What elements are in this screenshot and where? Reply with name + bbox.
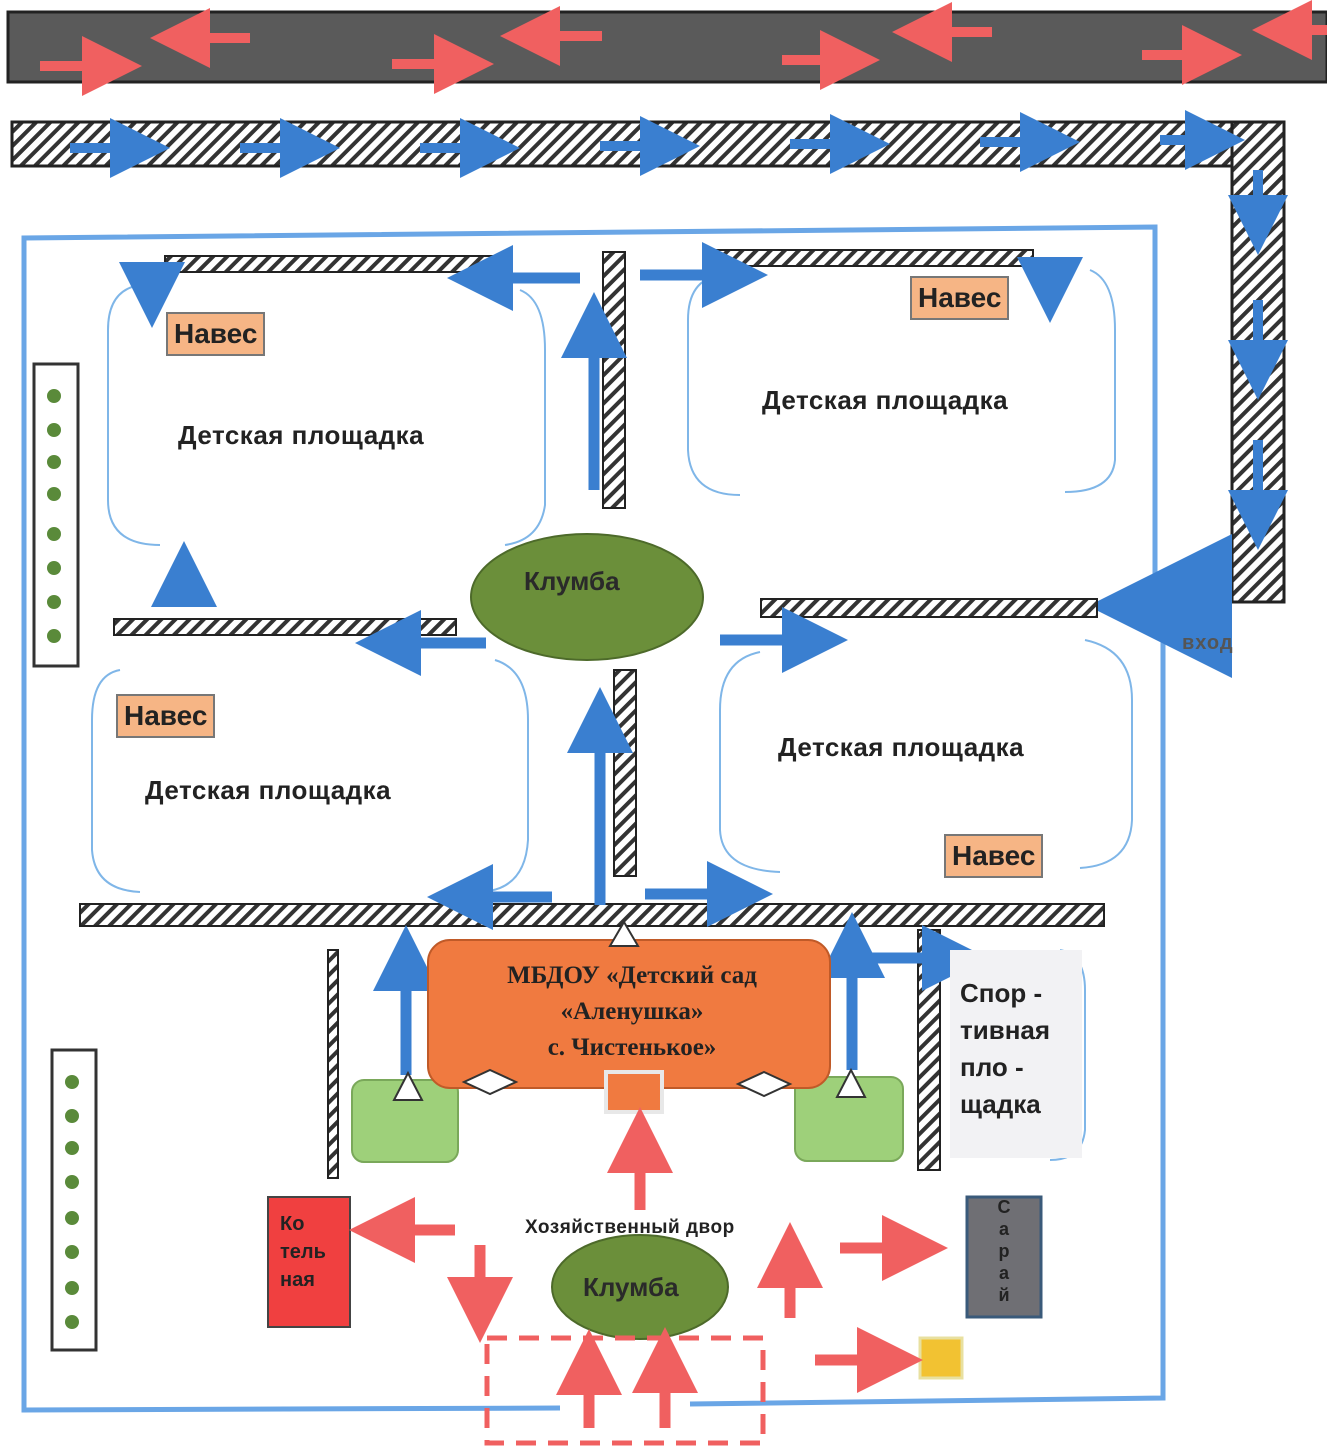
shed-letter: р	[998, 1241, 1010, 1261]
canopy-label: Навес	[116, 694, 216, 738]
playground-label: Детская площадка	[762, 385, 1009, 415]
sports-ground-line: тивная	[960, 1015, 1051, 1045]
flowerbed-center	[470, 533, 704, 661]
shed-label: С а р а й	[994, 1196, 1014, 1306]
playground-label: Детская площадка	[778, 732, 1025, 762]
vehicle-arrows	[349, 1107, 948, 1428]
sports-ground-label: Спор - тивная пло - щадка	[960, 975, 1050, 1123]
boiler-room-line: тель	[280, 1241, 326, 1263]
boiler-room-line: Ко	[280, 1213, 305, 1235]
entry-markers	[392, 920, 867, 1101]
shed-letter: а	[998, 1219, 1009, 1239]
sports-ground	[950, 950, 1082, 1158]
shed-letter: а	[998, 1263, 1009, 1283]
shed-letter: й	[998, 1285, 1010, 1305]
road-traffic-arrows	[40, 0, 1327, 96]
waste-container	[918, 1336, 964, 1380]
territory-fence	[21, 224, 1166, 1413]
playground-label: Детская площадка	[145, 775, 392, 805]
canopy-label: Навес	[166, 312, 266, 356]
sports-ground-line: пло -	[960, 1052, 1024, 1082]
flowerbed-label: Клумба	[524, 566, 620, 596]
building-name-line: «Аленушка»	[560, 998, 704, 1025]
road	[6, 10, 1327, 84]
building-name: МБДОУ «Детский сад «Аленушка» с. Чистень…	[432, 958, 832, 1066]
building-name-line: с. Чистенькое»	[547, 1034, 717, 1061]
boiler-room	[267, 1196, 351, 1328]
utility-gate	[484, 1335, 766, 1446]
entrance-label: вход	[1182, 632, 1234, 654]
sidewalk-arrows	[70, 110, 1288, 550]
building-name-line: МБДОУ «Детский сад	[507, 962, 757, 989]
utility-yard-label: Хозяйственный двор	[525, 1217, 735, 1238]
hedge-bottom	[50, 1048, 98, 1352]
hedge-top	[32, 362, 80, 668]
boiler-room-line: ная	[280, 1269, 315, 1291]
flowerbed-label: Клумба	[583, 1272, 679, 1302]
playground-label: Детская площадка	[178, 420, 425, 450]
sports-ground-line: щадка	[960, 1089, 1041, 1119]
walkway-arrows	[119, 242, 1083, 1075]
canopy-label: Навес	[910, 276, 1010, 320]
service-entrance	[604, 1070, 664, 1114]
boiler-room-label: Ко тель ная	[280, 1210, 326, 1294]
sidewalk	[10, 120, 1286, 604]
canopy-label: Навес	[944, 834, 1044, 878]
sports-ground-line: Спор -	[960, 978, 1043, 1008]
shed	[965, 1195, 1043, 1319]
shed-letter: С	[997, 1197, 1011, 1217]
